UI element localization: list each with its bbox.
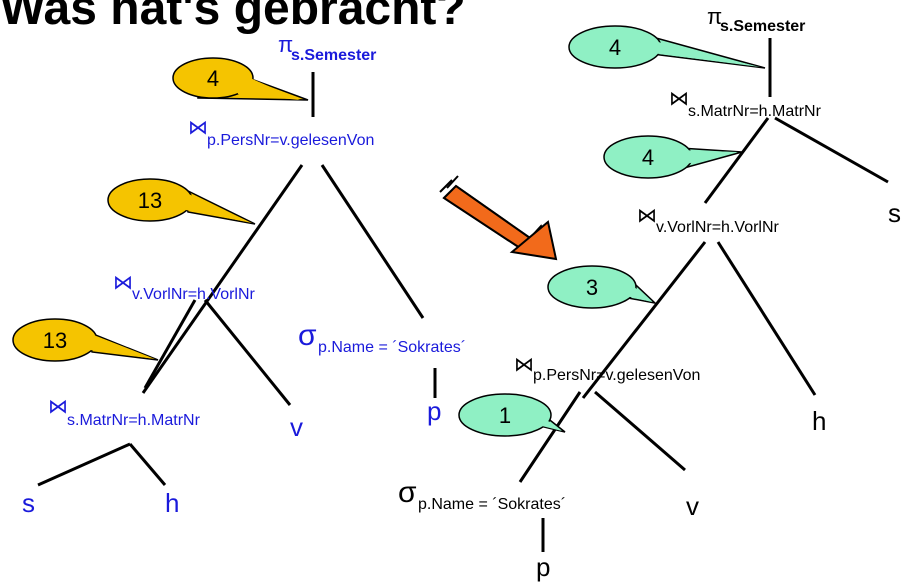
right-join-mid-symbol: ⋈ [637,205,657,227]
right-bubble-2: 4 [603,135,743,179]
right-bubble-1-value: 4 [609,35,621,60]
right-edge-join-mid-right [716,241,817,396]
right-bubble-3: 3 [547,265,658,309]
right-projection-symbol: π [707,4,722,29]
transformation-arrow [439,175,558,261]
left-join-top-symbol: ⋈ [188,117,208,139]
right-join-bottom-symbol: ⋈ [514,354,534,376]
left-bubble-bottom-value: 13 [43,328,67,353]
right-join-bottom-label: p.PersNr=v.gelesenVon [533,367,700,384]
right-edge-join-top-left [703,117,770,204]
left-projection-label: s.Semester [291,47,376,64]
left-leaf-v: v [290,412,303,442]
left-selection-node: σ p.Name = ´Sokrates´ [298,319,466,356]
right-edge-join-top-right [774,116,889,184]
left-join-mid-symbol: ⋈ [113,272,133,294]
right-tree [518,38,889,552]
left-bubble-bottom: 13 [12,318,159,362]
right-join-bottom-node: ⋈ p.PersNr=v.gelesenVon [514,354,700,384]
left-join-bottom-symbol: ⋈ [48,396,68,418]
left-projection-symbol: π [278,32,293,57]
right-join-mid-node: ⋈ v.VorlNr=h.VorlNr [637,205,780,236]
right-join-top-symbol: ⋈ [669,88,689,110]
left-join-bottom-node: ⋈ s.MatrNr=h.MatrNr [48,396,201,429]
left-edge-join-top-right [320,164,425,319]
right-leaf-s: s [888,198,901,228]
left-selection-symbol: σ [298,319,317,352]
right-join-top-label: s.MatrNr=h.MatrNr [688,103,822,120]
right-selection-label: p.Name = ´Sokrates´ [418,496,566,513]
right-selection-node: σ p.Name = ´Sokrates´ [398,476,566,513]
left-edge-join-mid-right [203,299,292,406]
left-bubble-mid-value: 13 [138,188,162,213]
right-edge-join-bottom-right [594,390,686,472]
left-bubble-top-value: 4 [207,66,219,91]
right-bubble-4: 1 [458,393,566,437]
left-join-top-label: p.PersNr=v.gelesenVon [207,132,374,149]
right-join-top-node: ⋈ s.MatrNr=h.MatrNr [669,88,822,120]
right-bubble-2-value: 4 [642,145,654,170]
right-bubble-1: 4 [568,25,766,69]
left-edge-join-top-left [141,164,304,394]
right-bubble-4-value: 1 [499,403,511,428]
left-edge-join-bottom-left [37,442,131,487]
right-selection-symbol: σ [398,476,417,509]
left-bubble-top: 4 [172,57,309,101]
left-bubble-mid: 13 [107,178,256,225]
right-leaf-h: h [812,406,826,436]
slide-title: Was hat's gebracht? [0,0,466,35]
right-projection-label: s.Semester [720,18,805,35]
left-edge-join-bottom-right [128,443,167,486]
left-join-bottom-label: s.MatrNr=h.MatrNr [67,412,201,429]
left-tree [37,72,437,487]
right-edge-join-bottom-left [518,391,582,483]
right-leaf-v: v [686,491,699,521]
left-leaf-h: h [165,488,179,518]
right-leaf-p: p [536,552,550,582]
left-join-top-node: ⋈ p.PersNr=v.gelesenVon [188,117,374,149]
right-edge-join-mid-left [581,241,707,399]
left-leaf-p: p [427,396,441,426]
right-join-mid-label: v.VorlNr=h.VorlNr [656,219,780,236]
right-projection-node: π s.Semester [707,4,805,35]
left-join-mid-label: v.VorlNr=h.VorlNr [132,286,256,303]
right-bubble-3-value: 3 [586,275,598,300]
left-leaf-s: s [22,488,35,518]
left-edge-join-mid-left [143,299,197,389]
left-projection-node: π s.Semester [278,32,376,64]
left-selection-label: p.Name = ´Sokrates´ [318,339,466,356]
left-join-mid-node: ⋈ v.VorlNr=h.VorlNr [113,272,256,303]
